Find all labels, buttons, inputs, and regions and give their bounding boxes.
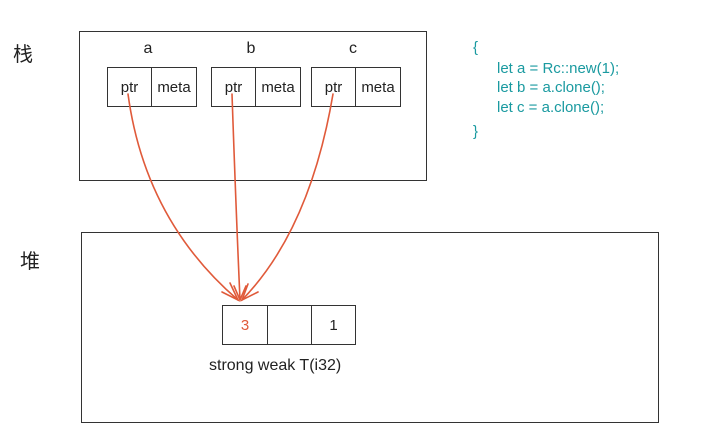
- var-name-b: b: [246, 40, 256, 57]
- code-line-3: let c = a.clone();: [497, 99, 605, 116]
- stack-label: 栈: [13, 42, 33, 66]
- stack-frame: [79, 31, 427, 181]
- arrowhead-a: [221, 282, 240, 302]
- value-cell: 1: [311, 306, 355, 344]
- heap-box-caption: strong weak T(i32): [209, 357, 342, 374]
- weak-count-cell: [267, 306, 311, 344]
- arrowhead-b: [233, 285, 247, 303]
- arrowhead-c: [240, 283, 259, 302]
- arrow-b-to-heap: [231, 93, 241, 301]
- code-close-brace: }: [473, 123, 479, 140]
- meta-cell-a: meta: [151, 68, 196, 106]
- rc-heap-box: 3 1: [222, 305, 356, 345]
- meta-cell-b: meta: [255, 68, 300, 106]
- stack-var-a: ptr meta: [107, 67, 197, 107]
- arrow-a-to-heap: [127, 93, 239, 301]
- ptr-cell-a: ptr: [120, 78, 139, 96]
- var-name-c: c: [349, 40, 357, 57]
- ptr-cell-b: ptr: [224, 78, 243, 96]
- heap-label: 堆: [20, 249, 40, 273]
- strong-count-cell: 3: [240, 316, 250, 334]
- ptr-cell-c: ptr: [324, 78, 343, 96]
- stack-var-b: ptr meta: [211, 67, 301, 107]
- stack-var-c: ptr meta: [311, 67, 401, 107]
- code-open-brace: {: [473, 39, 479, 56]
- meta-cell-c: meta: [355, 68, 400, 106]
- heap-frame: [81, 232, 659, 423]
- code-line-2: let b = a.clone();: [497, 79, 605, 96]
- code-line-1: let a = Rc::new(1);: [497, 60, 620, 77]
- arrow-c-to-heap: [241, 93, 334, 301]
- var-name-a: a: [143, 40, 153, 57]
